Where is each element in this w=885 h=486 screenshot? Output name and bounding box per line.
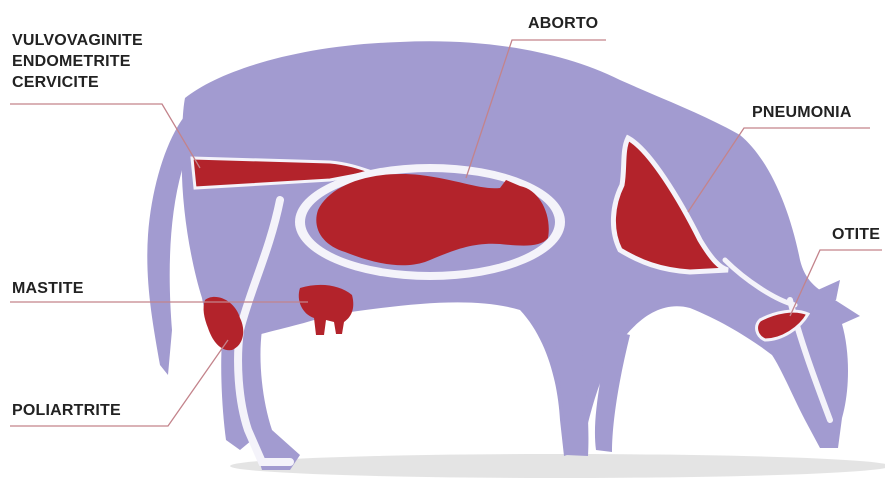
label-otite: OTITE	[832, 224, 880, 245]
label-pneumonia: PNEUMONIA	[752, 102, 852, 123]
label-endometrite: ENDOMETRITE	[12, 51, 143, 72]
label-mastite: MASTITE	[12, 278, 84, 299]
label-aborto: ABORTO	[528, 13, 598, 34]
label-vulvovaginite: VULVOVAGINITE	[12, 30, 143, 51]
cow-tail	[147, 110, 190, 375]
udder-organ	[299, 285, 354, 335]
ground-shadow	[230, 454, 885, 478]
label-poliartrite: POLIARTRITE	[12, 400, 121, 421]
label-reproductive-group: VULVOVAGINITE ENDOMETRITE CERVICITE	[12, 30, 143, 93]
label-cervicite: CERVICITE	[12, 72, 143, 93]
